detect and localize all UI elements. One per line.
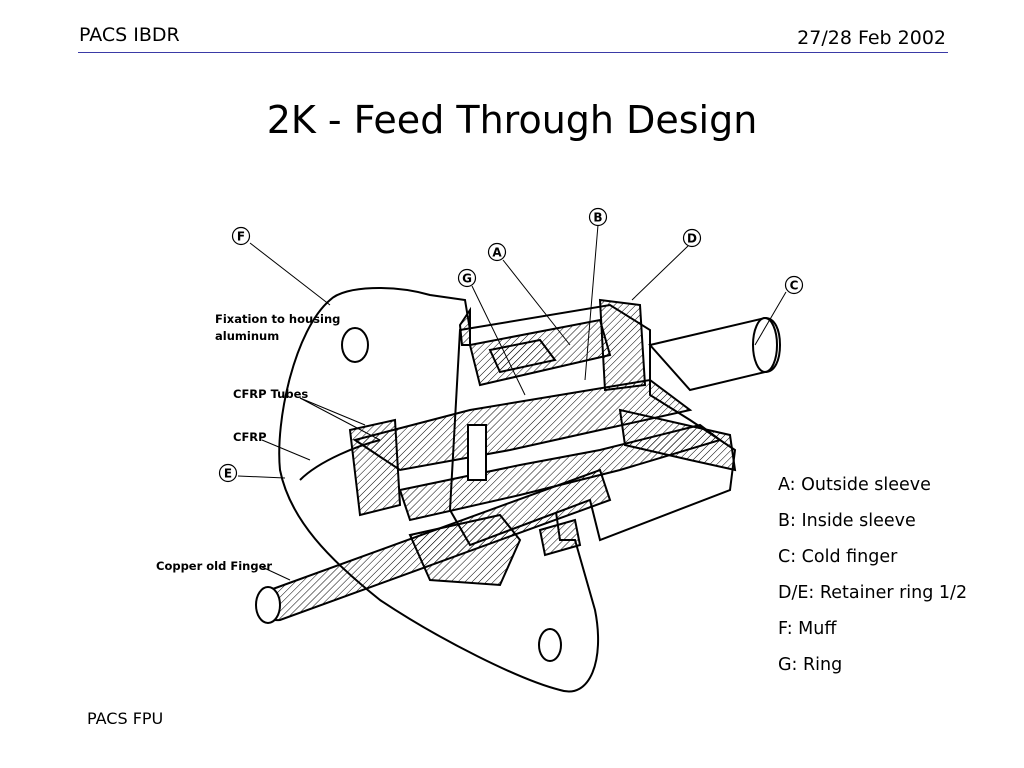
slide-title: 2K - Feed Through Design <box>266 98 758 142</box>
callout-g-label: G <box>462 272 472 286</box>
callout-d: D <box>682 228 702 248</box>
callout-c-label: C <box>790 279 799 293</box>
header-left: PACS IBDR <box>79 24 180 46</box>
callout-a-label: A <box>492 246 502 260</box>
callout-b: B <box>588 207 608 227</box>
copper-finger-annotation: Copper old Finger <box>156 559 272 573</box>
cfrp-tubes-annotation: CFRP Tubes <box>233 387 308 401</box>
callout-a: A <box>487 242 507 262</box>
callout-b-label: B <box>593 211 602 225</box>
callout-e: E <box>218 463 238 483</box>
footer-label: PACS FPU <box>87 709 164 728</box>
legend-item: F: Muff <box>778 619 837 639</box>
legend-item: D/E: Retainer ring 1/2 <box>778 583 968 603</box>
fixation-annotation-line2: aluminum <box>215 329 279 343</box>
legend-item: C: Cold finger <box>778 547 898 567</box>
legend-item: A: Outside sleeve <box>778 475 931 495</box>
legend: A: Outside sleeve B: Inside sleeve C: Co… <box>778 467 967 683</box>
callout-e-label: E <box>224 467 232 481</box>
header-date: 27/28 Feb 2002 <box>797 27 946 49</box>
callout-leaders <box>237 224 787 581</box>
header-rule <box>78 52 948 53</box>
legend-item: G: Ring <box>778 655 843 675</box>
cold-finger <box>255 316 782 624</box>
callout-f: F <box>231 226 251 246</box>
legend-item: B: Inside sleeve <box>778 511 916 531</box>
callout-g: G <box>457 268 477 288</box>
fixation-annotation-line1: Fixation to housing <box>215 312 340 326</box>
callout-d-label: D <box>687 232 697 246</box>
callout-f-label: F <box>237 230 245 244</box>
cfrp-annotation: CFRP <box>233 430 267 444</box>
callout-c: C <box>784 275 804 295</box>
